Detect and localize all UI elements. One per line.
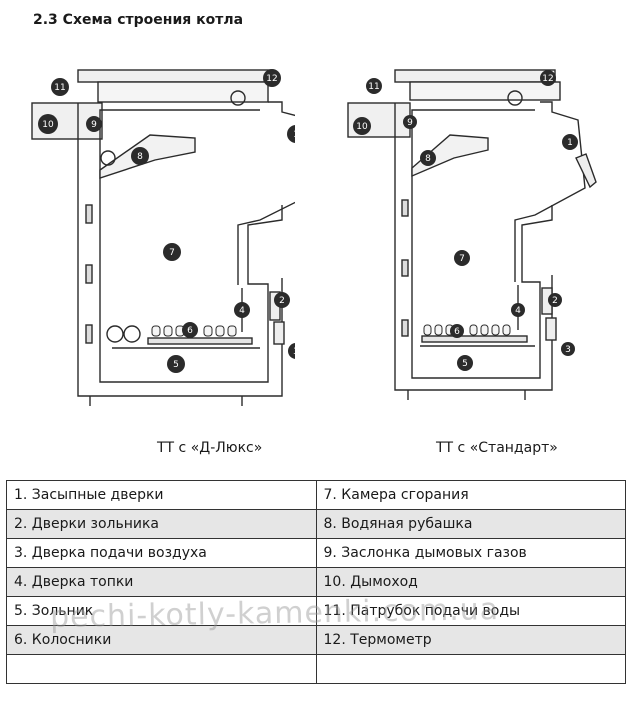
callout-11: 11 <box>366 78 382 94</box>
callout-4: 4 <box>234 302 250 318</box>
svg-text:2: 2 <box>552 296 558 306</box>
callout-10: 10 <box>38 114 58 134</box>
svg-text:5: 5 <box>462 359 468 369</box>
legend-row: 6. Колосники 12. Термометр <box>6 625 626 655</box>
legend-table: 1. Засыпные дверки 7. Камера сгорания 2.… <box>6 480 626 684</box>
callout-11: 11 <box>51 78 69 96</box>
legend-row: 4. Дверка топки 10. Дымоход <box>6 567 626 597</box>
callout-7: 7 <box>163 243 181 261</box>
legend-cell: 7. Камера сгорания <box>315 480 626 510</box>
legend-cell: 11. Патрубок подачи воды <box>315 596 626 626</box>
callout-12: 12 <box>263 69 281 87</box>
callout-1: 1 <box>562 134 578 150</box>
svg-text:10: 10 <box>42 120 54 130</box>
callout-4: 4 <box>511 303 525 317</box>
legend-row <box>6 654 626 684</box>
callout-6: 6 <box>182 322 198 338</box>
callout-9: 9 <box>86 116 102 132</box>
callout-8: 8 <box>420 150 436 166</box>
svg-text:4: 4 <box>515 306 521 316</box>
boiler-diagram-standard: 11 12 10 9 1 8 7 4 2 6 3 5 <box>347 69 597 400</box>
boiler-diagram-deluxe: 11 12 10 9 1 8 7 4 2 6 3 5 <box>31 69 295 406</box>
legend-cell: 5. Зольник <box>6 596 317 626</box>
svg-text:1: 1 <box>567 138 573 148</box>
svg-text:6: 6 <box>454 327 460 337</box>
legend-cell: 3. Дверка подачи воздуха <box>6 538 317 568</box>
svg-text:3: 3 <box>565 345 571 355</box>
callout-7: 7 <box>454 250 470 266</box>
callout-2: 2 <box>274 292 290 308</box>
section-heading: 2.3 Схема строения котла <box>33 12 244 28</box>
svg-text:4: 4 <box>239 306 245 316</box>
svg-text:10: 10 <box>356 122 368 132</box>
callout-10: 10 <box>353 117 371 135</box>
svg-text:12: 12 <box>542 74 553 84</box>
callout-8: 8 <box>131 147 149 165</box>
svg-text:11: 11 <box>368 82 379 92</box>
svg-text:12: 12 <box>266 74 277 84</box>
svg-text:8: 8 <box>137 152 143 162</box>
svg-text:7: 7 <box>169 248 175 258</box>
legend-cell: 4. Дверка топки <box>6 567 317 597</box>
legend-cell: 6. Колосники <box>6 625 317 655</box>
svg-text:2: 2 <box>279 296 285 306</box>
callout-2: 2 <box>548 293 562 307</box>
legend-cell: 10. Дымоход <box>315 567 626 597</box>
svg-text:9: 9 <box>407 118 413 128</box>
svg-text:3: 3 <box>293 347 295 357</box>
legend-row: 3. Дверка подачи воздуха 9. Заслонка дым… <box>6 538 626 568</box>
legend-cell: 1. Засыпные дверки <box>6 480 317 510</box>
svg-text:6: 6 <box>187 326 193 336</box>
svg-text:1: 1 <box>293 130 295 140</box>
callout-12: 12 <box>540 70 556 86</box>
legend-cell: 2. Дверки зольника <box>6 509 317 539</box>
callout-3: 3 <box>288 343 295 359</box>
callout-5: 5 <box>457 355 473 371</box>
svg-text:11: 11 <box>54 83 65 93</box>
callout-5: 5 <box>167 355 185 373</box>
legend-row: 2. Дверки зольника 8. Водяная рубашка <box>6 509 626 539</box>
callout-1: 1 <box>287 125 295 143</box>
legend-cell: 8. Водяная рубашка <box>315 509 626 539</box>
legend-cell <box>315 654 626 684</box>
legend-cell: 9. Заслонка дымовых газов <box>315 538 626 568</box>
callout-3: 3 <box>561 342 575 356</box>
caption-standard: ТТ с «Стандарт» <box>436 440 558 456</box>
legend-row: 5. Зольник 11. Патрубок подачи воды <box>6 596 626 626</box>
callout-9: 9 <box>403 115 417 129</box>
legend-cell <box>6 654 317 684</box>
svg-text:9: 9 <box>91 120 97 130</box>
svg-text:8: 8 <box>425 154 431 164</box>
legend-cell: 12. Термометр <box>315 625 626 655</box>
legend-row: 1. Засыпные дверки 7. Камера сгорания <box>6 480 626 510</box>
svg-text:7: 7 <box>459 254 465 264</box>
caption-deluxe: ТТ с «Д-Люкс» <box>157 440 263 456</box>
svg-text:5: 5 <box>173 360 179 370</box>
callout-6: 6 <box>450 324 464 338</box>
